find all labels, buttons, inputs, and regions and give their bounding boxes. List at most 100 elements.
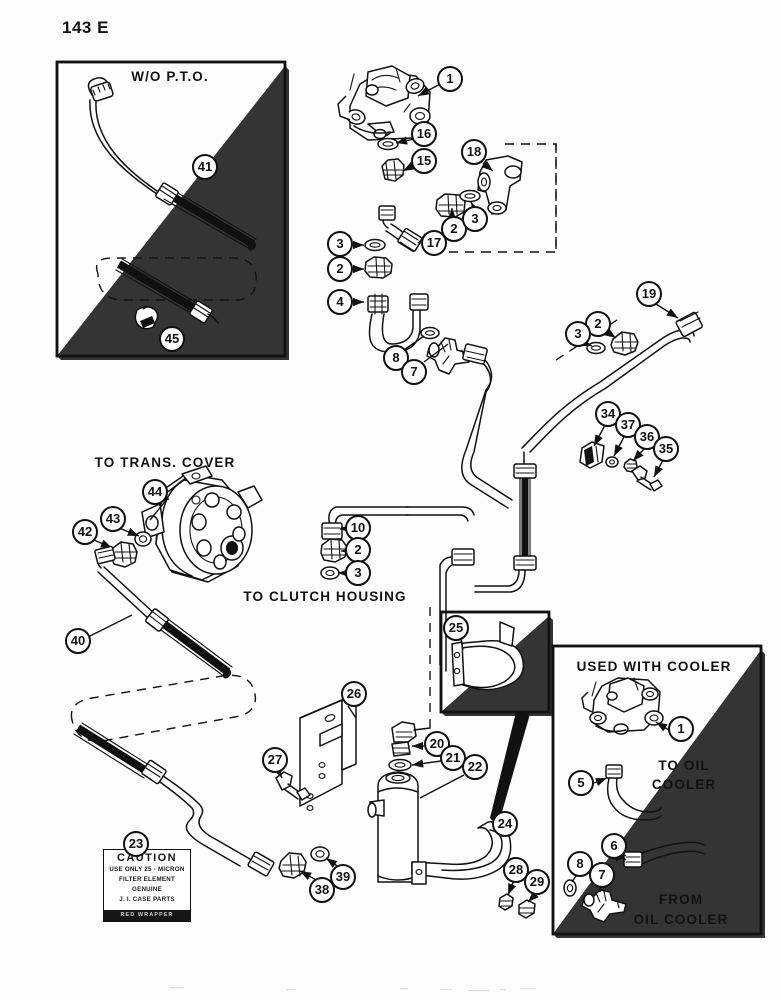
pump-assembly-1 xyxy=(337,65,441,141)
clutch-housing-group xyxy=(321,506,475,540)
phantom-outline-upper xyxy=(95,257,257,301)
oring-8 xyxy=(403,326,440,351)
bolt-35 xyxy=(631,459,664,492)
label-used-with-cooler: USED WITH COOLER xyxy=(576,659,732,674)
oring-16 xyxy=(377,136,415,151)
callout-1: 1 xyxy=(668,716,694,742)
tee-7-cooler xyxy=(581,884,627,923)
tube-main-center xyxy=(461,343,513,509)
tube-41 xyxy=(87,77,257,251)
label-from-oil-cooler-1: FROM xyxy=(658,892,704,907)
callout-8: 8 xyxy=(567,851,593,877)
fitting-2-right xyxy=(603,328,639,356)
tube-4 xyxy=(352,293,429,353)
caution-title: CAUTION xyxy=(117,852,177,864)
fitting-2-mid xyxy=(435,193,466,220)
caution-decal: CAUTION USE ONLY 25 - MICRON FILTER ELEM… xyxy=(103,849,191,922)
callout-17: 17 xyxy=(421,230,447,256)
callout-35: 35 xyxy=(653,436,679,462)
bolt-27 xyxy=(273,766,311,801)
callout-4: 4 xyxy=(327,289,353,315)
callout-6: 6 xyxy=(601,833,627,859)
callout-37: 37 xyxy=(615,412,641,438)
callout-44: 44 xyxy=(142,479,168,505)
label-wo-pto: W/O P.T.O. xyxy=(131,69,209,84)
label-to-oil-cooler-2: COOLER xyxy=(651,777,717,792)
caution-line-3: GENUINE xyxy=(132,886,162,893)
label-to-oil-cooler-1: TO OIL xyxy=(658,758,710,773)
inset-clamp-25 xyxy=(439,610,553,826)
callout-3: 3 xyxy=(327,231,353,257)
callout-20: 20 xyxy=(424,731,450,757)
oring-3-mid xyxy=(459,189,481,214)
oring-43 xyxy=(118,527,152,547)
callout-15: 15 xyxy=(411,148,437,174)
callout-3: 3 xyxy=(462,206,488,232)
caution-line-1: USE ONLY 25 - MICRON xyxy=(109,866,185,873)
label-to-trans-cover: TO TRANS. COVER xyxy=(94,455,236,470)
phantom-outline-lower-left xyxy=(70,674,257,742)
callout-2: 2 xyxy=(327,256,353,282)
callout-25: 25 xyxy=(443,615,469,641)
fitting-2-left xyxy=(352,256,393,279)
elbow-20 xyxy=(391,721,431,757)
callout-1: 1 xyxy=(437,66,463,92)
callout-45: 45 xyxy=(159,326,185,352)
oring-3-clutch xyxy=(320,566,350,580)
tube-40-lower xyxy=(73,722,275,877)
callout-22: 22 xyxy=(462,754,488,780)
callout-7: 7 xyxy=(401,359,427,385)
label-from-oil-cooler-2: OIL COOLER xyxy=(633,912,729,927)
oring-3-left xyxy=(352,238,386,252)
hose-center-long xyxy=(439,451,537,672)
clamp-34 xyxy=(579,424,606,469)
callout-21: 21 xyxy=(440,745,466,771)
callout-3: 3 xyxy=(565,321,591,347)
oring-3-right xyxy=(580,338,606,355)
hose-5 xyxy=(593,764,662,821)
callout-40: 40 xyxy=(65,628,91,654)
pump-44 xyxy=(141,465,263,583)
callout-42: 42 xyxy=(72,519,98,545)
clamp-45 xyxy=(134,306,159,330)
callout-3: 3 xyxy=(345,560,371,586)
label-to-clutch-housing: TO CLUTCH HOUSING xyxy=(243,589,407,604)
bracket-26 xyxy=(299,699,357,811)
callout-34: 34 xyxy=(595,401,621,427)
tee-7 xyxy=(423,337,472,375)
tube-40 xyxy=(87,545,233,679)
oring-39 xyxy=(310,846,341,869)
elbow-17 xyxy=(378,205,430,253)
callout-19: 19 xyxy=(636,281,662,307)
tube-45 xyxy=(115,258,219,330)
washer-28 xyxy=(498,879,517,911)
fitting-15 xyxy=(381,158,415,182)
caution-line-2: FILTER ELEMENT xyxy=(119,876,175,883)
pump-assembly-1-cooler xyxy=(581,677,673,735)
callout-39: 39 xyxy=(330,864,356,890)
oring-21 xyxy=(388,758,442,772)
callout-38: 38 xyxy=(309,877,335,903)
callout-24: 24 xyxy=(492,811,518,837)
caution-band: RED WRAPPER xyxy=(104,910,190,921)
tube-19 xyxy=(521,303,703,453)
callout-27: 27 xyxy=(262,747,288,773)
callout-5: 5 xyxy=(568,770,594,796)
callout-18: 18 xyxy=(461,139,487,165)
caution-line-4: J. I. CASE PARTS xyxy=(119,896,175,903)
tee-18 xyxy=(477,155,523,215)
fitting-2-clutch xyxy=(320,538,353,563)
callout-26: 26 xyxy=(341,681,367,707)
scan-artifacts xyxy=(170,987,536,992)
nut-29 xyxy=(518,891,539,919)
callout-29: 29 xyxy=(524,869,550,895)
callout-16: 16 xyxy=(411,121,437,147)
page-number: 143 E xyxy=(62,18,109,37)
inset-wo-pto xyxy=(55,60,289,360)
callout-43: 43 xyxy=(100,506,126,532)
washer-37 xyxy=(605,436,625,468)
callout-23: 23 xyxy=(123,831,149,857)
callout-41: 41 xyxy=(192,154,218,180)
